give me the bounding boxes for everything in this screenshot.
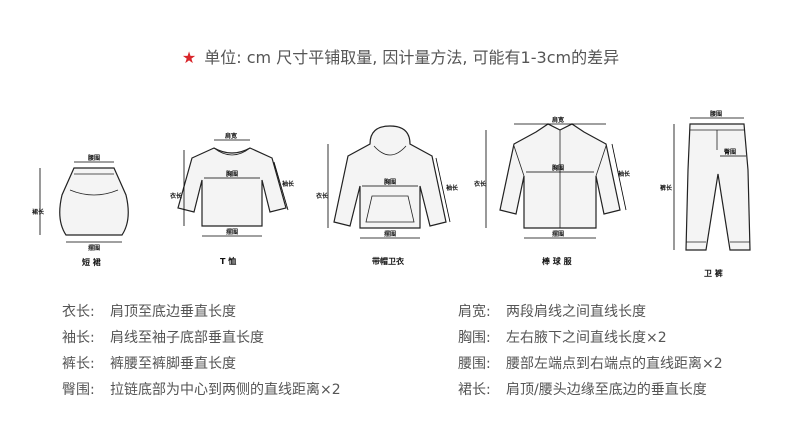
jacket-hem-label: 摆围 xyxy=(552,230,564,238)
jacket-length-label: 衣长 xyxy=(474,180,487,188)
unit-note: ★ 单位: cm 尺寸平铺取量, 因计量方法, 可能有1-3cm的差异 xyxy=(0,44,801,68)
pants-name: 卫 裤 xyxy=(704,268,723,278)
legend-item: 裤长:裤腰至裤脚垂直长度 xyxy=(62,356,236,372)
legend-item: 胸围:左右腋下之间直线长度×2 xyxy=(458,330,667,346)
hoodie-length-label: 衣长 xyxy=(316,192,329,200)
tshirt-length-label: 衣长 xyxy=(170,192,183,200)
skirt-diagram: 腰围 裙长 摆围 短 裙 xyxy=(32,154,129,267)
star-icon: ★ xyxy=(181,48,197,67)
jacket-name: 棒 球 服 xyxy=(542,256,573,266)
hoodie-diagram: 胸围 衣长 袖长 摆围 带帽卫衣 xyxy=(316,125,459,266)
hoodie-chest-label: 胸围 xyxy=(384,178,396,186)
hoodie-name: 带帽卫衣 xyxy=(372,256,404,266)
legend-item: 衣长:肩顶至底边垂直长度 xyxy=(62,304,236,320)
skirt-name: 短 裙 xyxy=(82,257,101,267)
tshirt-name: T 恤 xyxy=(220,256,236,266)
tshirt-hem-label: 摆围 xyxy=(226,228,238,236)
hoodie-sleeve-label: 袖长 xyxy=(446,184,459,192)
legend-item: 臀围:拉链底部为中心到两侧的直线距离×2 xyxy=(62,382,341,398)
jacket-chest-label: 胸围 xyxy=(552,164,564,172)
garment-diagrams: 腰围 裙长 摆围 短 裙 肩宽 胸围 衣长 袖长 摆围 T 恤 胸围 衣长 袖长… xyxy=(32,110,751,278)
skirt-hem-label: 摆围 xyxy=(88,244,100,252)
pants-length-label: 裤长 xyxy=(660,184,673,192)
legend-item: 腰围:腰部左端点到右端点的直线距离×2 xyxy=(458,356,723,372)
skirt-length-label: 裙长 xyxy=(32,208,45,216)
tshirt-shoulder-label: 肩宽 xyxy=(225,132,237,140)
hoodie-hem-label: 摆围 xyxy=(384,230,396,238)
skirt-waist-label: 腰围 xyxy=(87,154,100,162)
tshirt-sleeve-label: 袖长 xyxy=(282,180,295,188)
pants-waist-label: 腰围 xyxy=(709,110,722,118)
legend-item: 袖长:肩线至袖子底部垂直长度 xyxy=(62,330,264,346)
jacket-sleeve-label: 袖长 xyxy=(618,170,631,178)
legend-item: 肩宽:两段肩线之间直线长度 xyxy=(458,304,646,320)
jacket-shoulder-label: 肩宽 xyxy=(552,116,564,124)
unit-note-text: 单位: cm 尺寸平铺取量, 因计量方法, 可能有1-3cm的差异 xyxy=(204,48,620,67)
legend-item: 裙长:肩顶/腰头边缘至底边的垂直长度 xyxy=(458,382,707,398)
pants-hip-label: 臀围 xyxy=(724,148,736,156)
tshirt-diagram: 肩宽 胸围 衣长 袖长 摆围 T 恤 xyxy=(170,132,295,266)
jogger-pants-diagram: 腰围 裤长 臀围 卫 裤 xyxy=(660,110,751,278)
measurement-legend-left: 衣长:肩顶至底边垂直长度 袖长:肩线至袖子底部垂直长度 裤长:裤腰至裤脚垂直长度… xyxy=(62,299,341,403)
baseball-jacket-diagram: 肩宽 胸围 衣长 袖长 摆围 棒 球 服 xyxy=(474,116,631,266)
tshirt-chest-label: 胸围 xyxy=(226,170,238,178)
measurement-legend-right: 肩宽:两段肩线之间直线长度 胸围:左右腋下之间直线长度×2 腰围:腰部左端点到右… xyxy=(458,299,723,403)
